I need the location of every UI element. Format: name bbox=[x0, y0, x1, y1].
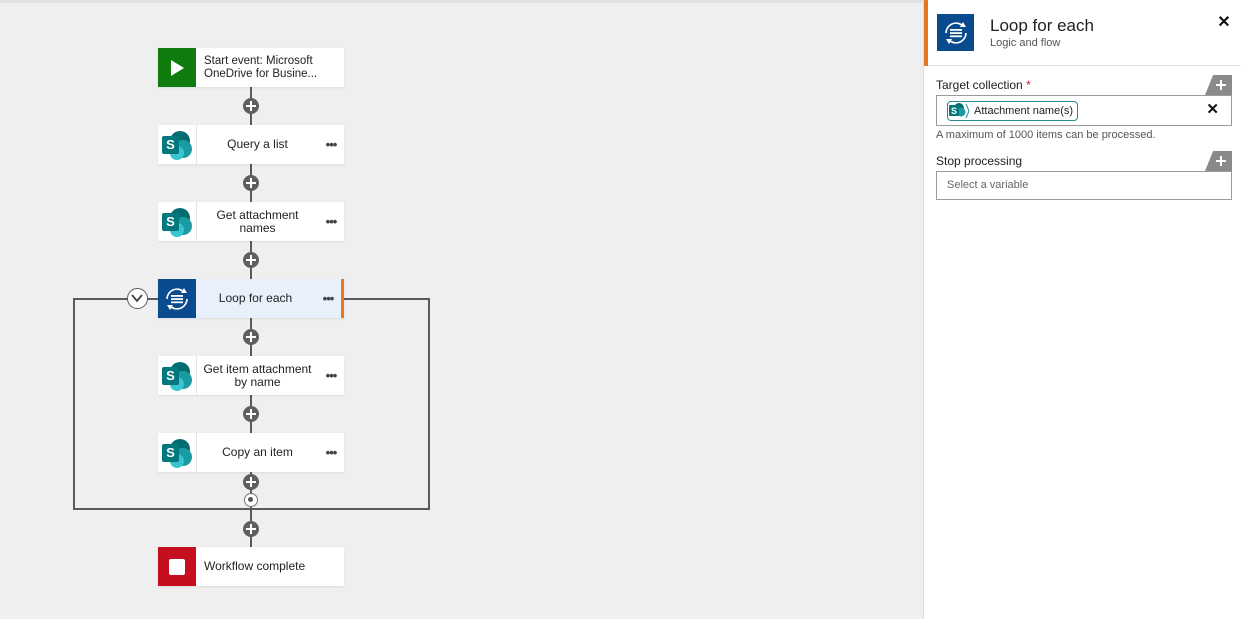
play-icon bbox=[158, 48, 196, 87]
copy-item-node[interactable]: S Copy an item ••• bbox=[158, 433, 344, 472]
add-action-button[interactable] bbox=[243, 175, 259, 191]
collapse-loop-button[interactable] bbox=[127, 288, 148, 309]
more-options-button[interactable]: ••• bbox=[322, 291, 335, 306]
panel-subtitle: Logic and flow bbox=[990, 37, 1061, 49]
loop-icon bbox=[158, 279, 196, 318]
stop-icon bbox=[158, 547, 196, 586]
sharepoint-icon: S bbox=[948, 102, 970, 120]
add-action-button[interactable] bbox=[243, 329, 259, 345]
panel-header: Loop for each Logic and flow ✕ bbox=[924, 0, 1241, 66]
target-collection-hint: A maximum of 1000 items can be processed… bbox=[936, 129, 1156, 141]
start-event-node[interactable]: Start event: Microsoft OneDrive for Busi… bbox=[158, 48, 344, 87]
add-action-button[interactable] bbox=[243, 474, 259, 490]
chevron-down-icon bbox=[131, 294, 143, 303]
clear-value-button[interactable]: ✕ bbox=[1206, 101, 1219, 118]
copy-item-label: Copy an item bbox=[222, 445, 293, 459]
sharepoint-icon: S bbox=[158, 356, 196, 395]
add-action-button[interactable] bbox=[243, 521, 259, 537]
connector bbox=[250, 472, 252, 510]
workflow-complete-node[interactable]: Workflow complete bbox=[158, 547, 344, 586]
stop-processing-label: Stop processing bbox=[936, 154, 1023, 168]
more-options-button[interactable]: ••• bbox=[325, 214, 338, 229]
loop-end-marker-icon bbox=[244, 493, 258, 507]
target-collection-field[interactable]: S Attachment name(s) ✕ bbox=[936, 95, 1232, 126]
get-item-attachment-label: Get item attachment by name bbox=[203, 361, 312, 389]
loop-for-each-node[interactable]: Loop for each ••• bbox=[158, 279, 344, 318]
stop-processing-field[interactable]: Select a variable bbox=[936, 171, 1232, 200]
add-action-button[interactable] bbox=[243, 406, 259, 422]
insert-variable-button[interactable] bbox=[1205, 75, 1232, 95]
start-event-label: Start event: Microsoft OneDrive for Busi… bbox=[204, 54, 318, 80]
workflow-complete-label: Workflow complete bbox=[204, 559, 306, 573]
sharepoint-icon: S bbox=[158, 433, 196, 472]
query-list-node[interactable]: S Query a list ••• bbox=[158, 125, 344, 164]
panel-title: Loop for each bbox=[990, 16, 1094, 35]
stop-processing-placeholder: Select a variable bbox=[947, 179, 1029, 191]
get-attachment-names-node[interactable]: S Get attachment names ••• bbox=[158, 202, 344, 241]
add-action-button[interactable] bbox=[243, 252, 259, 268]
accent-bar bbox=[924, 0, 928, 66]
svg-text:S: S bbox=[951, 106, 957, 116]
variable-chip-text: Attachment name(s) bbox=[974, 105, 1074, 117]
get-attachment-names-label: Get attachment names bbox=[216, 207, 299, 235]
insert-variable-button[interactable] bbox=[1205, 151, 1232, 171]
get-item-attachment-node[interactable]: S Get item attachment by name ••• bbox=[158, 356, 344, 395]
loop-for-each-label: Loop for each bbox=[218, 291, 293, 305]
loop-icon bbox=[937, 14, 974, 51]
more-options-button[interactable]: ••• bbox=[325, 137, 338, 152]
add-action-button[interactable] bbox=[243, 98, 259, 114]
query-list-label: Query a list bbox=[227, 137, 288, 151]
workflow-canvas: Start event: Microsoft OneDrive for Busi… bbox=[0, 0, 923, 586]
target-collection-label: Target collection * bbox=[936, 78, 1031, 92]
required-marker: * bbox=[1026, 78, 1031, 92]
more-options-button[interactable]: ••• bbox=[325, 445, 338, 460]
action-config-panel: Loop for each Logic and flow ✕ Target co… bbox=[923, 0, 1241, 619]
variable-chip[interactable]: S Attachment name(s) bbox=[947, 101, 1079, 121]
sharepoint-icon: S bbox=[158, 125, 196, 164]
more-options-button[interactable]: ••• bbox=[325, 368, 338, 383]
close-panel-button[interactable]: ✕ bbox=[1217, 14, 1231, 31]
sharepoint-icon: S bbox=[158, 202, 196, 241]
